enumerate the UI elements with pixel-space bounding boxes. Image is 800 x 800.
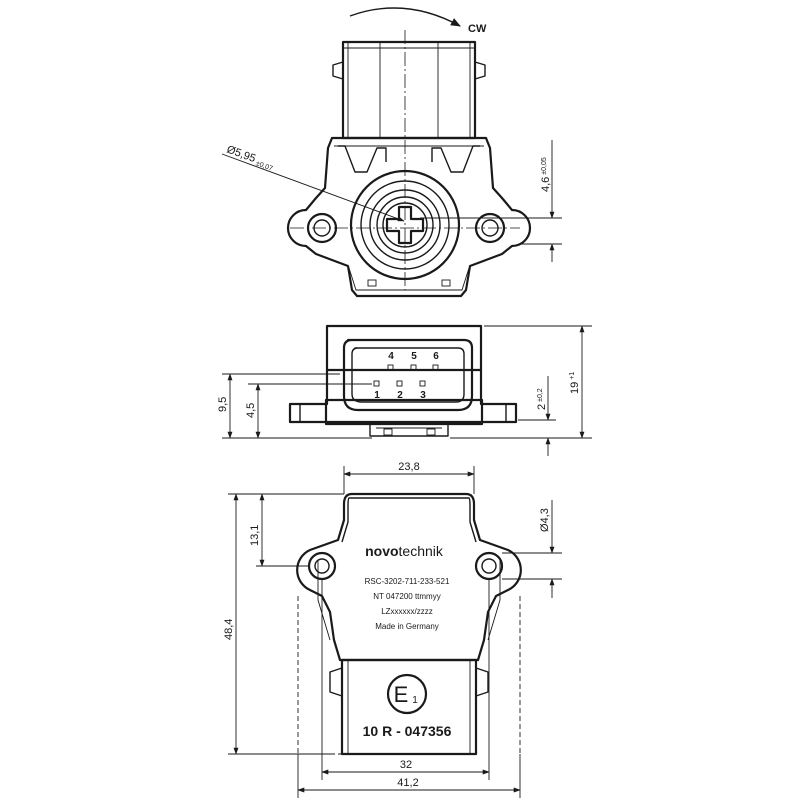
label-line: Made in Germany	[375, 622, 439, 631]
dim-13-1-label: 13,1	[249, 525, 261, 546]
dim-hole-label: Ø4,3	[539, 508, 551, 532]
pin-label: 3	[420, 390, 426, 401]
side-view: 4 5 6 1 2 3 9,5 4,5 19+1 2±0,2	[217, 324, 592, 456]
top-view: CW	[221, 7, 562, 298]
side-body	[288, 324, 518, 437]
label-line: LZxxxxxx/zzzz	[381, 607, 433, 616]
dim-9-5-label: 9,5	[217, 397, 229, 412]
shaft-cross-slot	[385, 205, 425, 245]
pin-label: 4	[388, 351, 394, 362]
dim-4-5-label: 4,5	[245, 403, 257, 418]
connector-housing-top	[332, 40, 486, 140]
pin-label: 6	[433, 351, 439, 362]
pin-label: 2	[397, 390, 403, 401]
product-label: novotechnik RSC-3202-711-233-521 NT 0472…	[365, 543, 450, 631]
dim-2-label: 2±0,2	[536, 388, 548, 410]
front-view: novotechnik RSC-3202-711-233-521 NT 0472…	[223, 461, 562, 798]
pin-row-top: 4 5 6	[387, 351, 439, 371]
approval-mark: E 1	[386, 673, 428, 715]
pin-label: 1	[374, 390, 380, 401]
dim-19-label: 19+1	[569, 372, 581, 394]
brand-name: novotechnik	[365, 543, 444, 559]
rotation-label: CW	[468, 23, 487, 35]
dim-41-2-label: 41,2	[397, 777, 418, 789]
connector-socket	[335, 338, 482, 412]
label-line: RSC-3202-711-233-521	[365, 577, 450, 586]
front-mounting-hole-right	[474, 551, 504, 581]
front-mounting-hole-left	[307, 551, 337, 581]
front-body-outline	[296, 492, 522, 662]
approval-code: 10 R - 047356	[363, 723, 452, 739]
approval-mark-number: 1	[412, 695, 418, 706]
pin-row-bottom: 1 2 3	[373, 380, 426, 401]
approval-mark-letter: E	[394, 682, 409, 707]
label-line: NT 047200 ttmmyy	[373, 592, 440, 601]
dim-32-label: 32	[400, 759, 412, 771]
rotation-arrow	[349, 7, 461, 27]
dim-23-8-label: 23,8	[398, 461, 419, 473]
front-connector-lower	[329, 658, 489, 756]
sensor-body-outline	[286, 136, 532, 298]
axis-offset-label: 4,6±0,05	[540, 157, 552, 192]
pin-label: 5	[411, 351, 417, 362]
dim-48-4-label: 48,4	[223, 619, 235, 640]
